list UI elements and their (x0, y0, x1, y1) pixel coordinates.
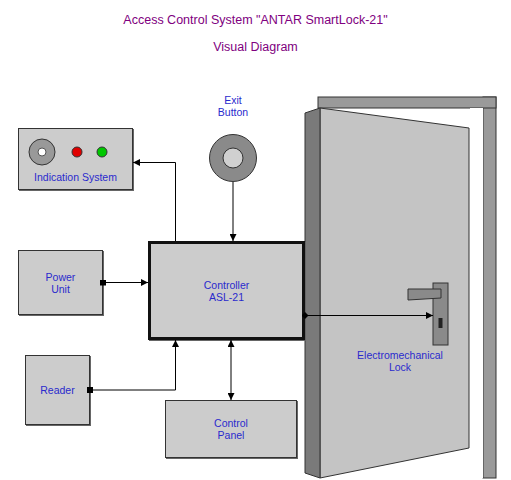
node-label: Reader (28, 384, 88, 396)
door-frame-top (318, 97, 496, 108)
key-slot (439, 318, 443, 328)
exit-button-symbol (210, 135, 257, 182)
power-unit-box: Power Unit (18, 250, 103, 315)
node-label: Controller ASL-21 (197, 279, 257, 303)
door-leaf (320, 108, 469, 478)
outside-label: Exit Button (213, 94, 253, 118)
exit-button: Exit Button (209, 134, 257, 182)
buzzer-center (38, 148, 46, 156)
outside-label: Electromechanical Lock (350, 349, 450, 373)
door-edge (305, 108, 320, 478)
door-handle (408, 289, 441, 300)
controller-box: Controller ASL-21 (148, 241, 305, 340)
connector-arrow (90, 340, 176, 390)
diagram-title: Access Control System "ANTAR SmartLock-2… (122, 7, 390, 61)
node-label: Exit Button (213, 94, 253, 118)
connector-arrow (233, 182, 234, 241)
door-opening (470, 108, 483, 478)
control-panel-box: Control Panel (165, 400, 297, 458)
buzzer-symbol (29, 139, 55, 165)
door-frame-post (483, 97, 496, 478)
node-label: Power Unit (41, 271, 81, 295)
connector-arrow (103, 282, 148, 283)
exit-button-core (223, 148, 243, 168)
node-label: Electromechanical Lock (350, 349, 450, 373)
node-label: Indication System (21, 171, 131, 183)
lock-symbol: Electromechanical Lock (433, 283, 448, 345)
lock-plate (433, 283, 448, 345)
green-led (97, 147, 107, 157)
connector-arrow (133, 163, 176, 242)
connector-arrow (231, 340, 232, 400)
connector-arrow (305, 315, 433, 316)
reader-box: Reader (25, 355, 90, 425)
indication-box: Indication System (18, 128, 133, 190)
node-label: Control Panel (209, 417, 254, 441)
red-led (72, 147, 82, 157)
